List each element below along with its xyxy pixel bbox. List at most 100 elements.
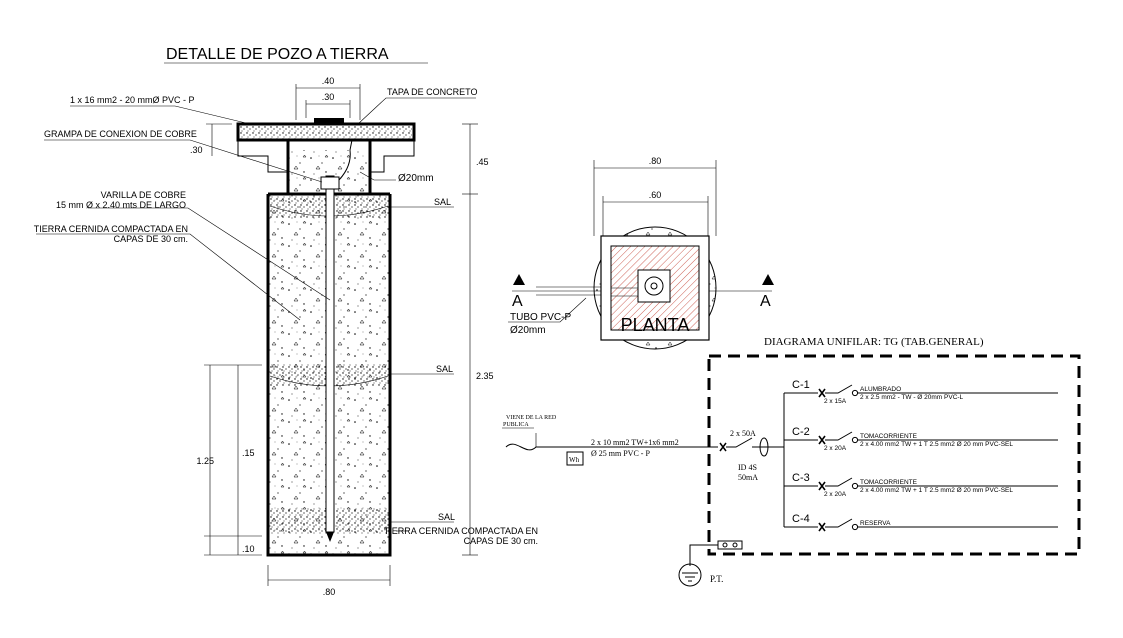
diagrama-title: DIAGRAMA UNIFILAR: TG (TAB.GENERAL) bbox=[764, 336, 984, 348]
diferencial-symbol bbox=[759, 437, 769, 457]
circuit-id: C-1 bbox=[792, 379, 810, 391]
varilla-cobre bbox=[325, 175, 335, 533]
label-sal-3: SAL bbox=[438, 512, 455, 522]
pozo-title: DETALLE DE POZO A TIERRA bbox=[166, 46, 389, 63]
circuit-contact bbox=[851, 523, 859, 531]
circuit-name: ALUMBRADO bbox=[860, 386, 901, 393]
grampa bbox=[320, 176, 340, 190]
dim-125: 1.25 bbox=[196, 456, 214, 466]
feed-spec-1: 2 x 10 mm2 TW+1x6 mm2 bbox=[591, 438, 679, 447]
label-diam: Ø20mm bbox=[398, 173, 434, 184]
pozo-detail: DETALLE DE POZO A TIERRA bbox=[34, 46, 538, 597]
circuit-spec: 2 x 4.00 mm2 TW + 1 T 2.5 mm2 Ø 20 mm PV… bbox=[860, 487, 1013, 494]
planta-dim-80: .80 bbox=[649, 156, 662, 166]
planta-tube-entry bbox=[610, 287, 638, 297]
label-tierra-bot-2: CAPAS DE 30 cm. bbox=[464, 536, 538, 546]
circuit-contact bbox=[851, 389, 859, 397]
circuit-switch bbox=[825, 431, 853, 441]
circuit-switch bbox=[825, 477, 853, 487]
label-tierra-bot-1: TIERRA CERNIDA COMPACTADA EN bbox=[384, 526, 538, 536]
label-varilla-2: 15 mm Ø x 2.40 mts DE LARGO bbox=[56, 200, 186, 210]
circuit-id: C-4 bbox=[792, 513, 810, 525]
section-arrow-right bbox=[762, 274, 774, 285]
section-arrow-left bbox=[513, 274, 525, 285]
varilla-tip bbox=[326, 532, 334, 542]
circuit-id: C-2 bbox=[792, 426, 810, 438]
ground-bar bbox=[717, 540, 743, 550]
circuit-name: TOMACORRIENTE bbox=[860, 433, 918, 440]
tapa-fill bbox=[240, 125, 412, 139]
medidor-label: Wh bbox=[569, 456, 580, 464]
circuit-contact bbox=[851, 436, 859, 444]
label-grampa: GRAMPA DE CONEXION DE COBRE bbox=[44, 129, 197, 139]
planta-view: .80 .60 PLANTA A A TUBO PVC-P Ø20mm bbox=[508, 156, 774, 350]
circuit-breaker: 2 x 15A bbox=[824, 398, 847, 405]
red-label-1: VIENE DE LA RED bbox=[506, 415, 557, 421]
feed-spec-2: Ø 25 mm PVC - P bbox=[591, 449, 650, 458]
leader-grampa bbox=[44, 139, 323, 183]
medidor-wh bbox=[566, 451, 584, 466]
tubo-diam: Ø20mm bbox=[510, 325, 546, 336]
leader-tierra-top bbox=[36, 233, 301, 321]
ground-bolt-2 bbox=[732, 542, 738, 548]
id-label-2: 50mA bbox=[738, 473, 758, 482]
circuit-breaker-x bbox=[818, 522, 826, 532]
circuit-breaker-x bbox=[818, 388, 826, 398]
circuit-breaker-x bbox=[818, 435, 826, 445]
id-label-1: ID 4S bbox=[738, 463, 757, 472]
section-left: A bbox=[512, 293, 523, 310]
dim-80: .80 bbox=[323, 587, 336, 597]
circuit-name: RESERVA bbox=[860, 520, 891, 527]
ground-conductor bbox=[689, 544, 718, 566]
main-breaker-x bbox=[719, 442, 727, 452]
circuit-breaker-x bbox=[818, 481, 826, 491]
dim-30-left: .30 bbox=[190, 145, 203, 155]
leader-varilla bbox=[88, 207, 331, 301]
circuit-spec: 2 x 4.00 mm2 TW + 1 T 2.5 mm2 Ø 20 mm PV… bbox=[860, 441, 1013, 448]
dim-10: .10 bbox=[242, 544, 255, 554]
pipe-left bbox=[237, 140, 288, 173]
dim-30-top: .30 bbox=[322, 92, 335, 102]
pozo-wall bbox=[266, 194, 392, 557]
ground-ring bbox=[678, 563, 702, 587]
dim-45: .45 bbox=[476, 157, 489, 167]
main-breaker-label: 2 x 50A bbox=[730, 429, 756, 438]
circuit-id: C-3 bbox=[792, 472, 810, 484]
pt-label: P.T. bbox=[710, 574, 723, 584]
label-sal-2: SAL bbox=[436, 364, 453, 374]
tablero-boundary bbox=[707, 354, 1081, 556]
ground-icon bbox=[682, 572, 698, 582]
dim-40: .40 bbox=[322, 76, 335, 86]
circuit-name: TOMACORRIENTE bbox=[860, 479, 918, 486]
label-cable: 1 x 16 mm2 - 20 mmØ PVC - P bbox=[70, 95, 195, 105]
pipe-right bbox=[370, 140, 415, 173]
circuit-switch bbox=[825, 384, 853, 394]
section-right: A bbox=[760, 293, 771, 310]
leader-diam bbox=[359, 171, 396, 181]
circuit-switch bbox=[825, 518, 853, 528]
planta-tapa bbox=[637, 269, 671, 303]
leader-cable bbox=[70, 105, 251, 125]
ground-bolt-1 bbox=[722, 542, 728, 548]
label-tapa: TAPA DE CONCRETO bbox=[387, 87, 478, 97]
tubo-label: TUBO PVC-P bbox=[510, 312, 571, 323]
circuit-breaker: 2 x 20A bbox=[824, 491, 847, 498]
label-varilla-1: VARILLA DE COBRE bbox=[101, 190, 186, 200]
pozo-dimensions bbox=[204, 84, 478, 586]
leader-tapa bbox=[357, 97, 476, 125]
main-breaker-switch bbox=[726, 437, 753, 448]
circuit-contact bbox=[851, 482, 859, 490]
tapa-handle bbox=[314, 118, 344, 125]
label-tierra-top-1: TIERRA CERNIDA COMPACTADA EN bbox=[34, 224, 188, 234]
label-sal-1: SAL bbox=[434, 197, 451, 207]
planta-rod bbox=[650, 282, 658, 290]
label-tierra-top-2: CAPAS DE 30 cm. bbox=[114, 234, 188, 244]
planta-rod-ring bbox=[644, 276, 664, 296]
red-label-2: PUBLICA bbox=[503, 422, 529, 428]
planta-label: PLANTA bbox=[621, 315, 690, 335]
leader-tubo bbox=[508, 297, 587, 323]
circuit-spec: 2 x 2.5 mm2 - TW - Ø 20mm PVC-L bbox=[860, 394, 964, 401]
diagrama-unifilar: DIAGRAMA UNIFILAR: TG (TAB.GENERAL) VIEN… bbox=[502, 336, 1081, 587]
